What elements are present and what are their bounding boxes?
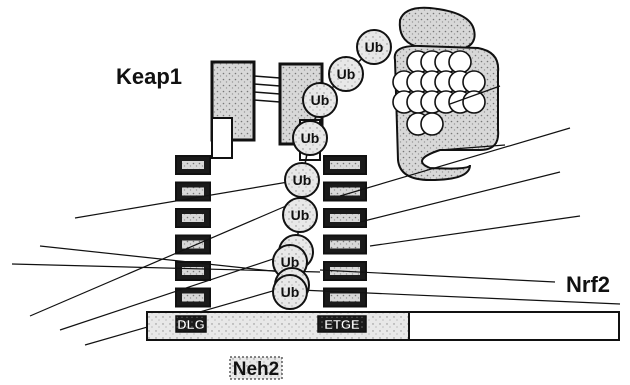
proteasome-sphere xyxy=(449,51,471,73)
kelch-left-block-inner xyxy=(182,161,204,169)
dimer-link xyxy=(254,76,280,78)
proteasome-sphere xyxy=(421,113,443,135)
annotation-line xyxy=(370,216,580,246)
proteasome-sphere xyxy=(463,91,485,113)
proteasome-sphere xyxy=(463,71,485,93)
keap1-kelch-right-stack xyxy=(324,156,366,307)
kelch-left-block-inner xyxy=(182,214,204,222)
ubiquitin-label: Ub xyxy=(365,39,384,55)
nrf2-domain-bar: DLG ETGE xyxy=(147,312,619,340)
neh2-label: Neh2 xyxy=(233,359,279,380)
dimer-link xyxy=(254,100,280,102)
kelch-left-block-inner xyxy=(182,188,204,196)
kelch-left-block-inner xyxy=(182,294,204,302)
ubiquitin-label: Ub xyxy=(301,130,320,146)
nrf2-label: Nrf2 xyxy=(566,272,610,297)
keap1-kelch-left-stack xyxy=(176,156,210,307)
dimer-link xyxy=(254,92,280,94)
kelch-right-block-inner xyxy=(330,241,360,249)
kelch-right-block-inner xyxy=(330,214,360,222)
proteasome-cap xyxy=(400,8,475,51)
kelch-right-block-inner xyxy=(330,161,360,169)
kelch-left-block-inner xyxy=(182,241,204,249)
ubiquitin-label: Ub xyxy=(337,66,356,82)
nrf2-rest-region xyxy=(409,312,619,340)
annotation-line xyxy=(360,172,560,222)
etge-motif-label: ETGE xyxy=(324,317,360,332)
ubiquitin-label: Ub xyxy=(291,207,310,223)
keap1-ivr-left xyxy=(212,118,232,158)
kelch-right-block-inner xyxy=(330,294,360,302)
annotation-line xyxy=(40,246,300,274)
dimer-link xyxy=(254,84,280,86)
ubiquitin-label: Ub xyxy=(311,92,330,108)
dlg-motif-label: DLG xyxy=(177,317,204,332)
ubiquitin-label: Ub xyxy=(293,172,312,188)
ubiquitin-label: Ub xyxy=(281,284,300,300)
keap1-label: Keap1 xyxy=(116,64,182,89)
annotation-line xyxy=(30,200,300,316)
